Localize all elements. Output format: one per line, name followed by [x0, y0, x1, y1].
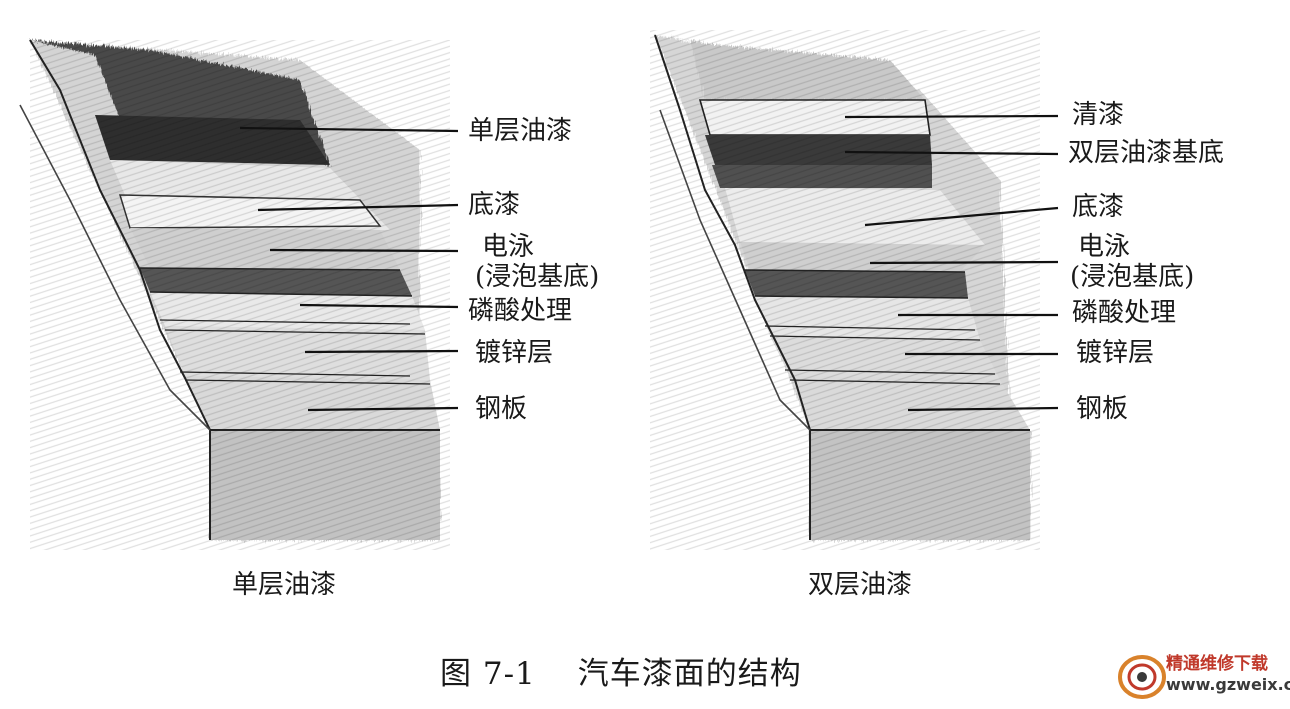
watermark: 精通维修下载 www.gzweix.com [1116, 645, 1290, 707]
label-steel: 钢板 [475, 394, 528, 424]
label-electrocoat: 电泳 [482, 232, 535, 262]
double-layer-drawing [650, 30, 1059, 550]
label-primer: 底漆 [468, 190, 521, 220]
label-phosphate: 磷酸处理 [468, 296, 573, 326]
watermark-url: www.gzweix.com [1166, 675, 1290, 694]
label-primer-2: 底漆 [1072, 192, 1125, 222]
label-steel-2: 钢板 [1076, 394, 1129, 424]
watermark-logo-icon [1118, 655, 1166, 699]
label-galvanized-2: 镀锌层 [1076, 338, 1155, 368]
label-single-paint: 单层油漆 [468, 116, 573, 146]
single-layer-title: 单层油漆 [232, 570, 337, 600]
single-layer-drawing [19, 39, 459, 550]
figure-caption: 图 7-1 汽车漆面的结构 [440, 648, 802, 693]
label-dip-base: (浸泡基底) [475, 262, 600, 292]
caption-number: 图 7-1 [440, 656, 536, 692]
label-dip-base-2: (浸泡基底) [1070, 262, 1195, 292]
label-base-coat: 双层油漆基底 [1068, 138, 1225, 168]
label-electrocoat-2: 电泳 [1078, 232, 1131, 262]
label-clear-coat: 清漆 [1072, 100, 1125, 130]
caption-title: 汽车漆面的结构 [577, 656, 802, 692]
label-phosphate-2: 磷酸处理 [1072, 298, 1177, 328]
watermark-title: 精通维修下载 [1166, 654, 1268, 674]
label-galvanized: 镀锌层 [475, 338, 554, 368]
double-layer-title: 双层油漆 [808, 570, 913, 600]
